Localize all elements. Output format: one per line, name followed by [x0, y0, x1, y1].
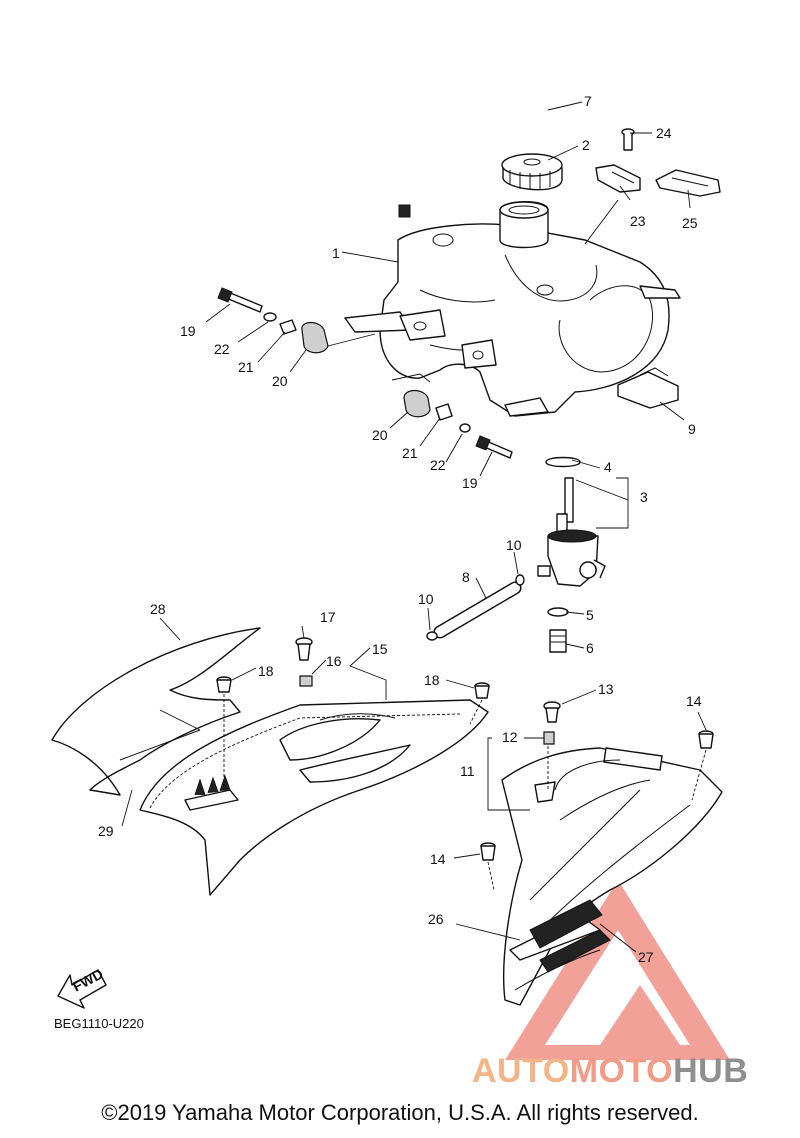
bolt-14-right	[698, 730, 714, 749]
callout-15: 15	[372, 641, 388, 657]
graphic-28	[51, 627, 261, 796]
callout-23: 23	[630, 213, 646, 229]
callout-26: 26	[428, 911, 444, 927]
watermark-logo-triangle	[505, 880, 730, 1060]
watermark-auto: AUTO	[472, 1052, 570, 1090]
callout-28: 28	[150, 601, 166, 617]
callout-19-upper: 19	[180, 323, 196, 339]
fuel-tank	[344, 201, 681, 417]
callout-13: 13	[598, 681, 614, 697]
callout-5: 5	[586, 607, 594, 623]
watermark-logo-text: AUTOMOTOHUB	[472, 1052, 748, 1091]
forward-arrow-icon: FWD	[57, 966, 107, 1009]
collar-16	[299, 675, 313, 687]
damper-9	[617, 367, 679, 409]
callout-17: 17	[320, 609, 336, 625]
callout-18-right: 18	[424, 672, 440, 688]
callout-16: 16	[326, 653, 342, 669]
vent-hose	[398, 87, 550, 218]
callout-24: 24	[656, 125, 672, 141]
callout-10-lower: 10	[418, 591, 434, 607]
callout-27: 27	[638, 949, 654, 965]
callout-6: 6	[586, 640, 594, 656]
copyright-notice: ©2019 Yamaha Motor Corporation, U.S.A. A…	[101, 1100, 699, 1125]
callout-25: 25	[682, 215, 698, 231]
callout-19-lower: 19	[462, 475, 478, 491]
bolt-14-left	[480, 842, 496, 861]
mount-hardware-lower	[403, 389, 513, 459]
decal-27	[529, 899, 611, 973]
callout-7: 7	[584, 93, 592, 109]
callout-22-lower: 22	[430, 457, 446, 473]
clip-25	[655, 169, 721, 197]
screw-13	[543, 701, 561, 723]
bracket-23	[595, 164, 641, 193]
callout-29: 29	[98, 823, 114, 839]
bolt-18-left	[216, 676, 232, 693]
callout-12: 12	[502, 729, 518, 745]
fuel-cock	[537, 456, 606, 653]
callout-14-right: 14	[686, 693, 702, 709]
diagram-code: BEG1110-U220	[54, 1016, 144, 1031]
fuel-hose-8	[433, 581, 522, 639]
callout-3: 3	[640, 489, 648, 505]
screw-17	[295, 637, 313, 661]
callouts: 1 2 3 4 5 6 7 8 9 10 10 11 12 13 14 14 1…	[98, 93, 702, 965]
callout-18-left: 18	[258, 663, 274, 679]
callout-20-upper: 20	[272, 373, 288, 389]
callout-11: 11	[460, 763, 475, 779]
clip-10	[426, 574, 525, 641]
callout-4: 4	[604, 459, 612, 475]
callout-8: 8	[462, 569, 470, 585]
callout-1: 1	[332, 245, 340, 261]
side-cover-right	[501, 747, 723, 1006]
side-cover-left	[139, 699, 489, 896]
leader-lines	[121, 101, 707, 953]
callout-20-lower: 20	[372, 427, 388, 443]
callout-9: 9	[688, 421, 696, 437]
callout-21-upper: 21	[238, 359, 254, 375]
watermark-moto: MOTO	[569, 1052, 674, 1090]
callout-22-upper: 22	[214, 341, 230, 357]
callout-10-upper: 10	[506, 537, 522, 553]
collar-12	[543, 731, 555, 745]
mount-hardware-upper	[217, 287, 329, 354]
callout-2: 2	[582, 137, 590, 153]
bolt-24	[621, 128, 635, 151]
fuel-cap	[501, 153, 563, 191]
callout-21-lower: 21	[402, 445, 418, 461]
bolt-18-right	[474, 682, 490, 699]
watermark-hub: HUB	[673, 1052, 749, 1090]
callout-14-left: 14	[430, 851, 446, 867]
